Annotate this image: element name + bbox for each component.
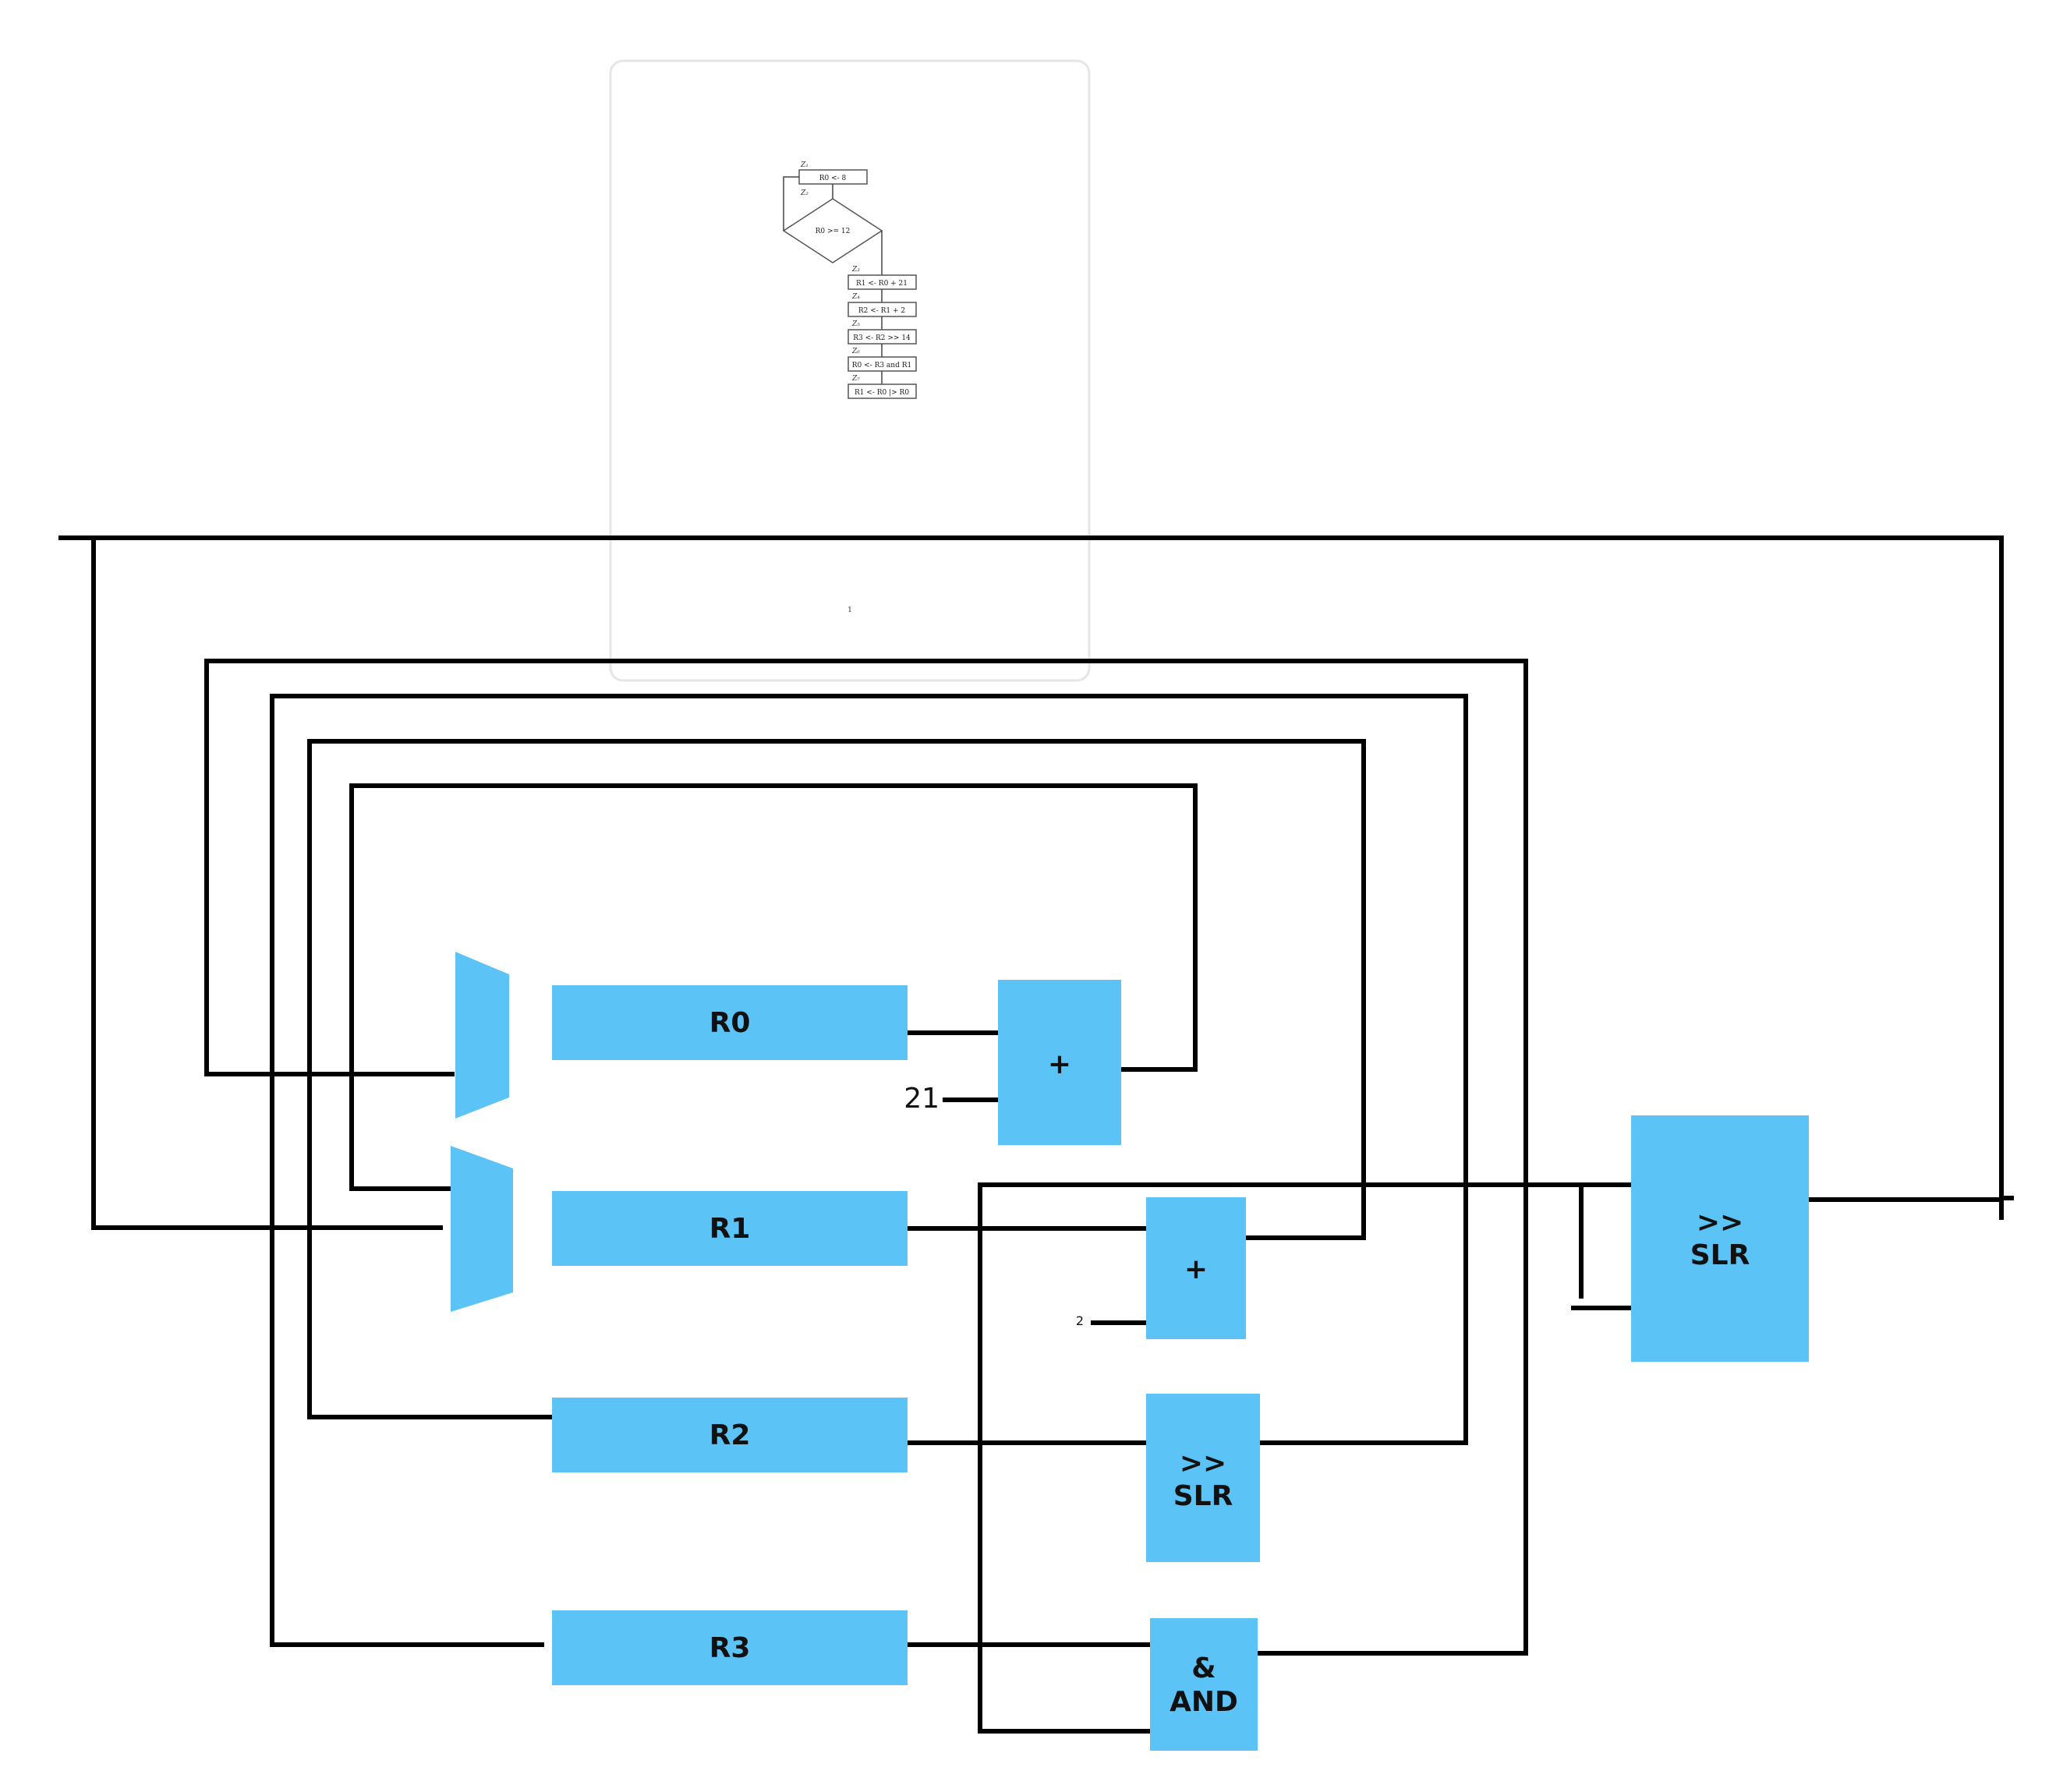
wire-and-to-mux0 [204,659,1528,1656]
flowchart-label-z4: Z₄ [851,293,860,301]
wires [58,535,2014,1734]
flowchart-label-z5: Z₅ [851,320,860,328]
mux-r1 [451,1146,513,1312]
shifter-slr-2-symbol: >> [1697,1207,1743,1239]
adder-1-label: + [1048,1048,1071,1080]
flowchart-label-z1: Z₁ [800,161,809,169]
wire-add1-to-mux1 [349,783,1198,1191]
flowchart-op-5: R3 <- R2 >> 14 [853,334,911,342]
register-r1-label: R1 [710,1213,751,1245]
mux-r0 [455,952,509,1119]
wire-slr1-to-r3 [270,694,1468,1647]
flowchart-cond: R0 >= 12 [816,228,851,235]
flowchart-op-4: R2 <- R1 + 2 [858,307,905,315]
register-r3-label: R3 [710,1632,751,1664]
adder-2: + [1146,1197,1246,1339]
constant-21: 21 [904,1083,940,1115]
wire-r1-to-and-slr2 [978,1182,1633,1734]
register-r1: R1 [552,1191,908,1266]
wire-add2-to-r2 [307,739,1366,1419]
flowchart-op-7: R1 <- R0 |> R0 [855,389,909,397]
flowchart-op-1: R0 <- 8 [819,175,847,182]
flowchart-label-z3: Z₃ [851,266,860,274]
shifter-slr-2-label: SLR [1690,1239,1750,1271]
shifter-slr-1: >> SLR [1146,1394,1260,1562]
and-unit-symbol: & [1191,1652,1216,1684]
wire-slr2-to-mux1 [91,535,443,1230]
adder-1: + [998,980,1121,1145]
register-r0: R0 [552,985,908,1060]
flowchart-loop-arrow [783,176,799,231]
page-number: 1 [848,606,852,614]
flowchart-box-7 [848,383,917,399]
wire-slr2-feedback [58,535,2014,1200]
register-r3: R3 [552,1610,908,1685]
flowchart-card: Z₁ R0 <- 8 Z₂ R0 >= 12 Z₃ R1 <- R0 + 21 … [609,59,1091,682]
flowchart-label-z2: Z₂ [800,189,809,197]
adder-2-label: + [1184,1253,1208,1285]
flowchart-op-3: R1 <- R0 + 21 [856,280,908,288]
shifter-slr-2: >> SLR [1631,1115,1809,1362]
register-r2-label: R2 [710,1419,751,1451]
shifter-slr-1-symbol: >> [1180,1447,1226,1479]
register-r2: R2 [552,1398,908,1472]
constant-2: 2 [1076,1313,1084,1328]
and-unit: & AND [1150,1618,1258,1751]
flowchart-label-z7: Z₇ [851,375,860,383]
register-r0-label: R0 [710,1007,751,1039]
flowchart-op-6: R0 <- R3 and R1 [852,362,911,369]
flowchart-decision [782,198,883,263]
flowchart-label-z6: Z₆ [851,348,860,355]
and-unit-label: AND [1170,1686,1238,1718]
shifter-slr-1-label: SLR [1173,1480,1233,1512]
